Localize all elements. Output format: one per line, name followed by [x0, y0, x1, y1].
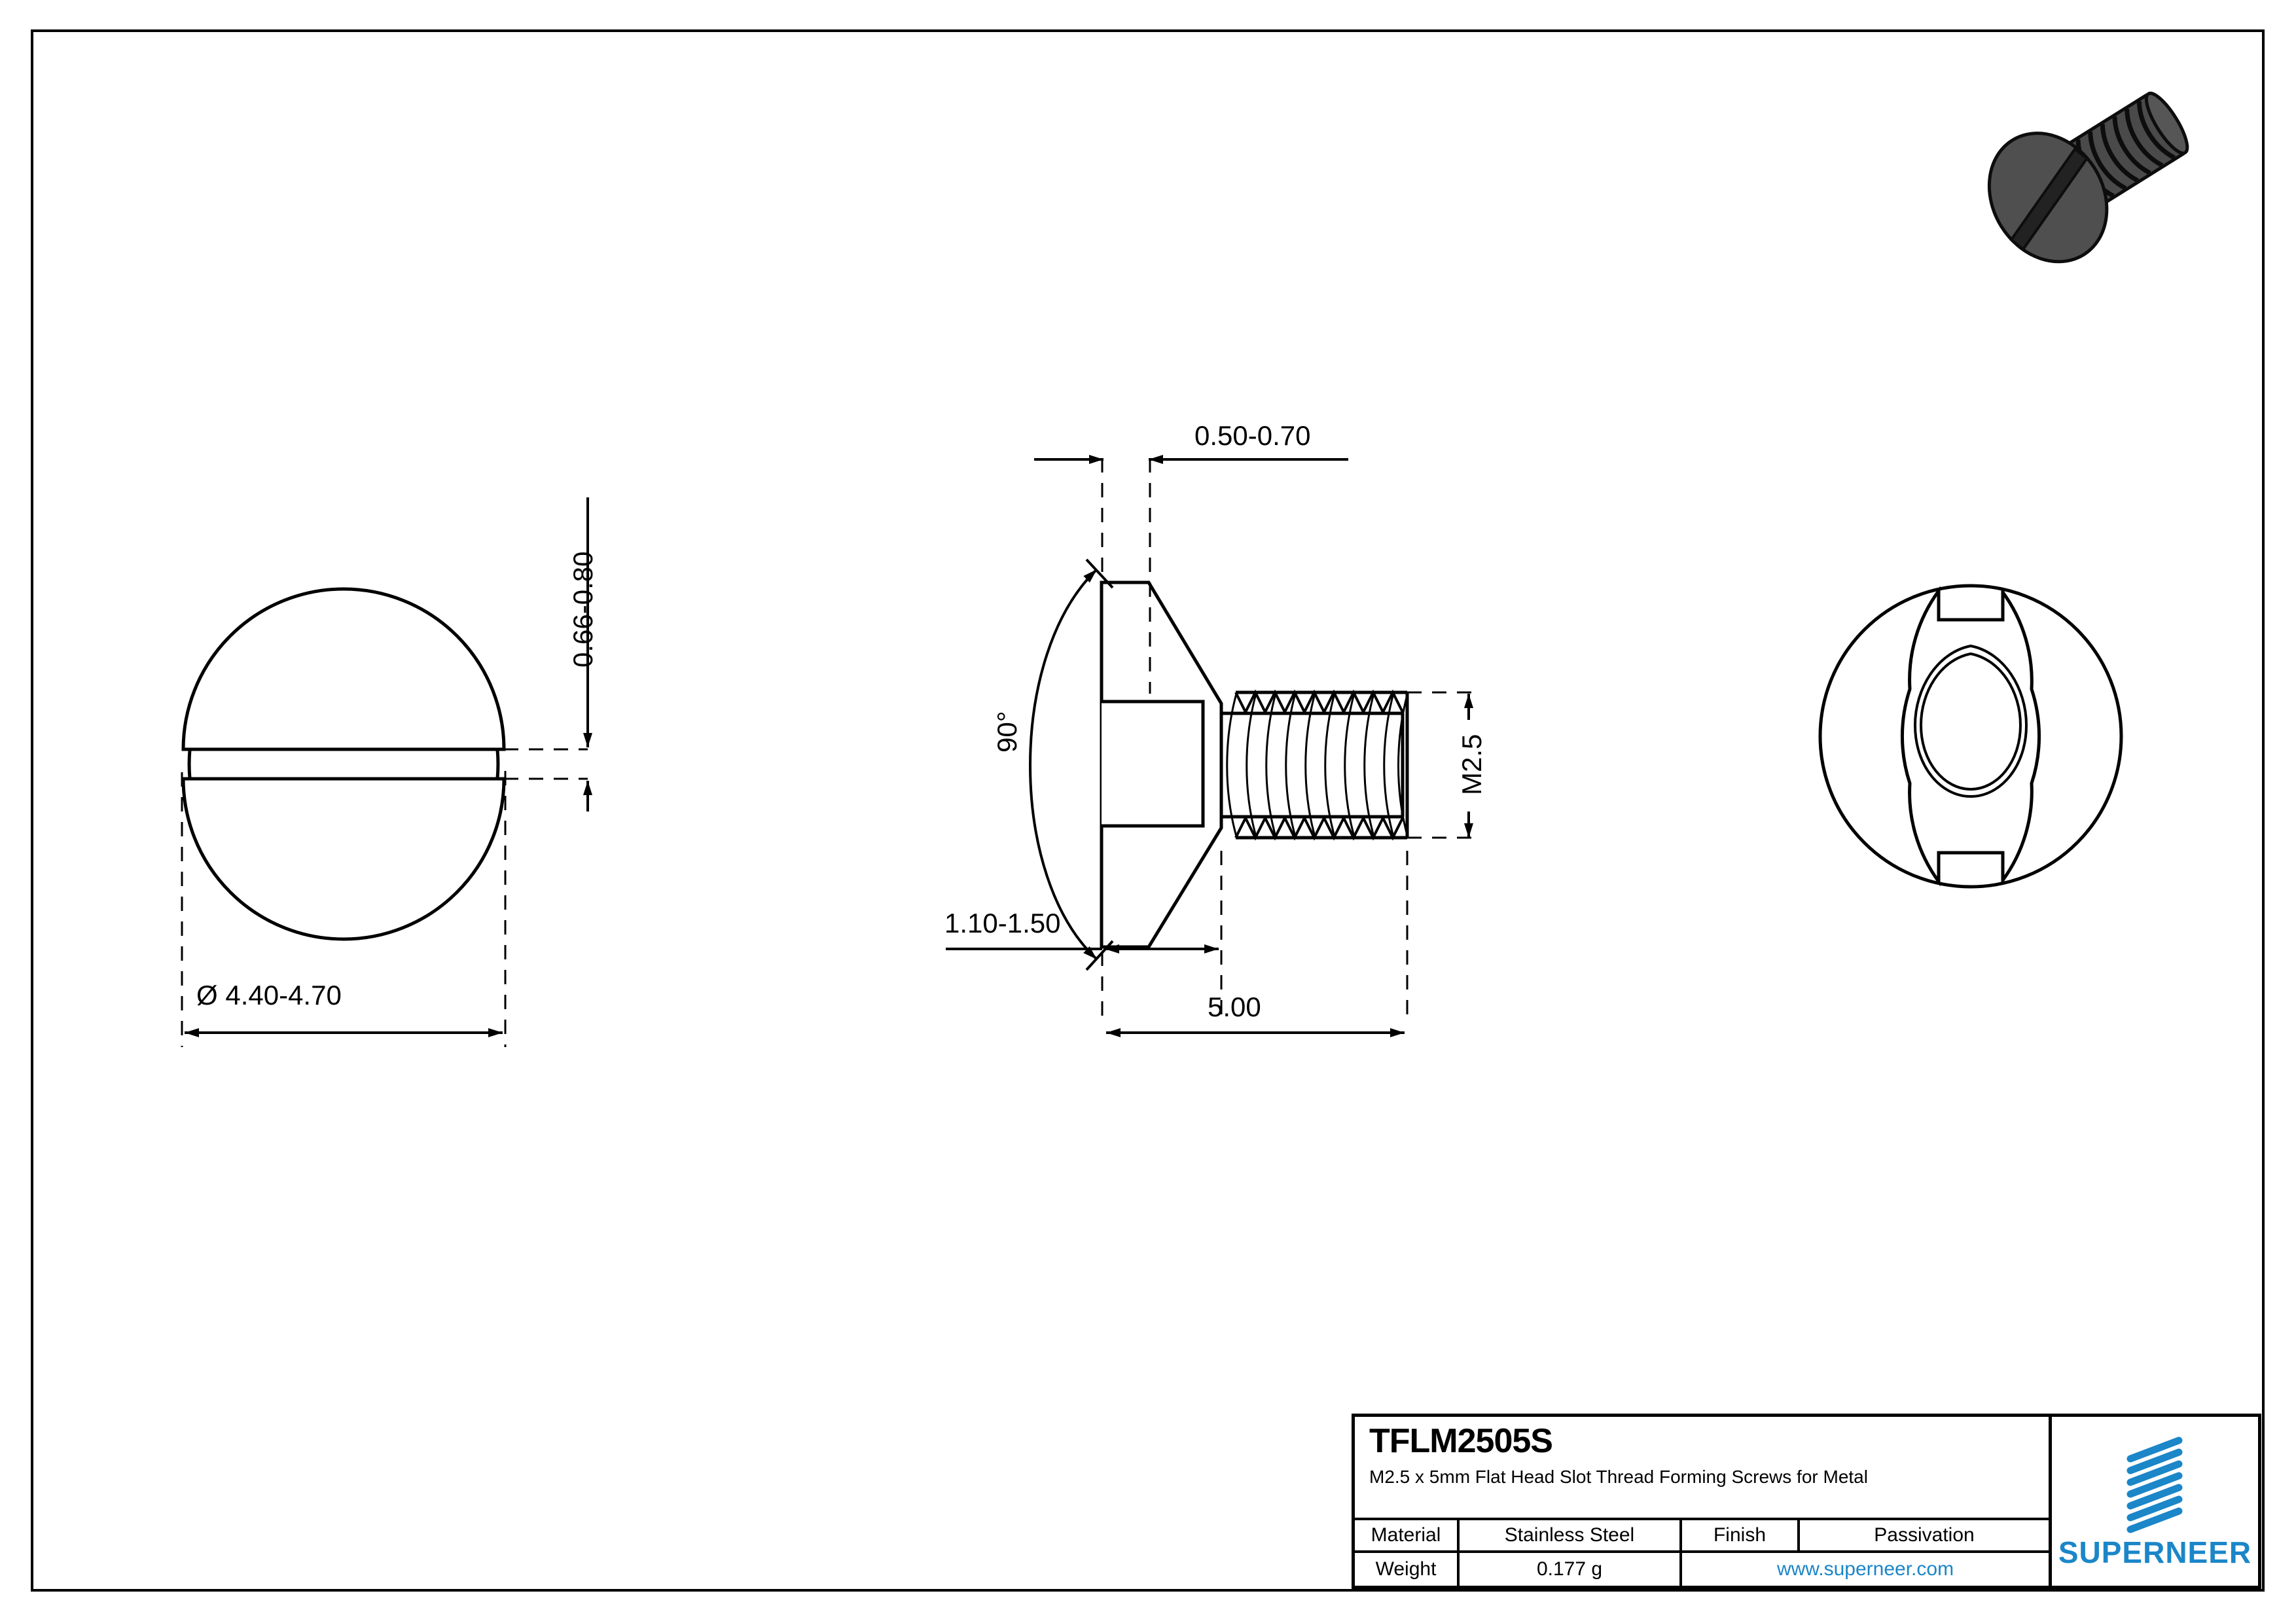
finish-label: Finish — [1682, 1520, 1800, 1550]
finish-value: Passivation — [1874, 1524, 1975, 1546]
render-head — [1987, 132, 2109, 264]
material-row: Material Stainless Steel Finish Passivat… — [1355, 1520, 2049, 1553]
dimension-head-diameter: Ø 4.40-4.70 — [196, 980, 342, 1010]
dimension-thread-size: M2.5 — [1456, 734, 1487, 795]
title-block-header: TFLM2505S M2.5 x 5mm Flat Head Slot Thre… — [1355, 1417, 2049, 1520]
weight-row: Weight 0.177 g www.superneer.com — [1355, 1553, 2049, 1586]
website-link[interactable]: www.superneer.com — [1776, 1558, 1954, 1580]
dimension-slot-depth: 0.50-0.70 — [1194, 420, 1311, 451]
dimension-overall-length: 5.00 — [1208, 991, 1261, 1022]
drawing-border — [31, 29, 2265, 1592]
brand-name: SUPERNEER — [2058, 1535, 2252, 1569]
material-value: Stainless Steel — [1460, 1520, 1682, 1550]
superneer-logo-icon — [2126, 1436, 2182, 1533]
title-block: TFLM2505S M2.5 x 5mm Flat Head Slot Thre… — [1352, 1414, 2261, 1589]
part-number: TFLM2505S — [1369, 1422, 1553, 1460]
part-description: M2.5 x 5mm Flat Head Slot Thread Forming… — [1369, 1466, 1868, 1487]
dimension-head-height: 1.10-1.50 — [944, 908, 1061, 938]
dimension-head-angle: 90° — [992, 711, 1022, 753]
weight-label: Weight — [1355, 1553, 1460, 1586]
brand-logo: SUPERNEER — [2052, 1417, 2258, 1586]
material-label: Material — [1355, 1520, 1460, 1550]
weight-value: 0.177 g — [1460, 1553, 1682, 1586]
dimension-slot-width: 0.66-0.80 — [567, 551, 598, 668]
isometric-screw-render — [1987, 92, 2189, 264]
title-block-main: TFLM2505S M2.5 x 5mm Flat Head Slot Thre… — [1355, 1417, 2052, 1586]
